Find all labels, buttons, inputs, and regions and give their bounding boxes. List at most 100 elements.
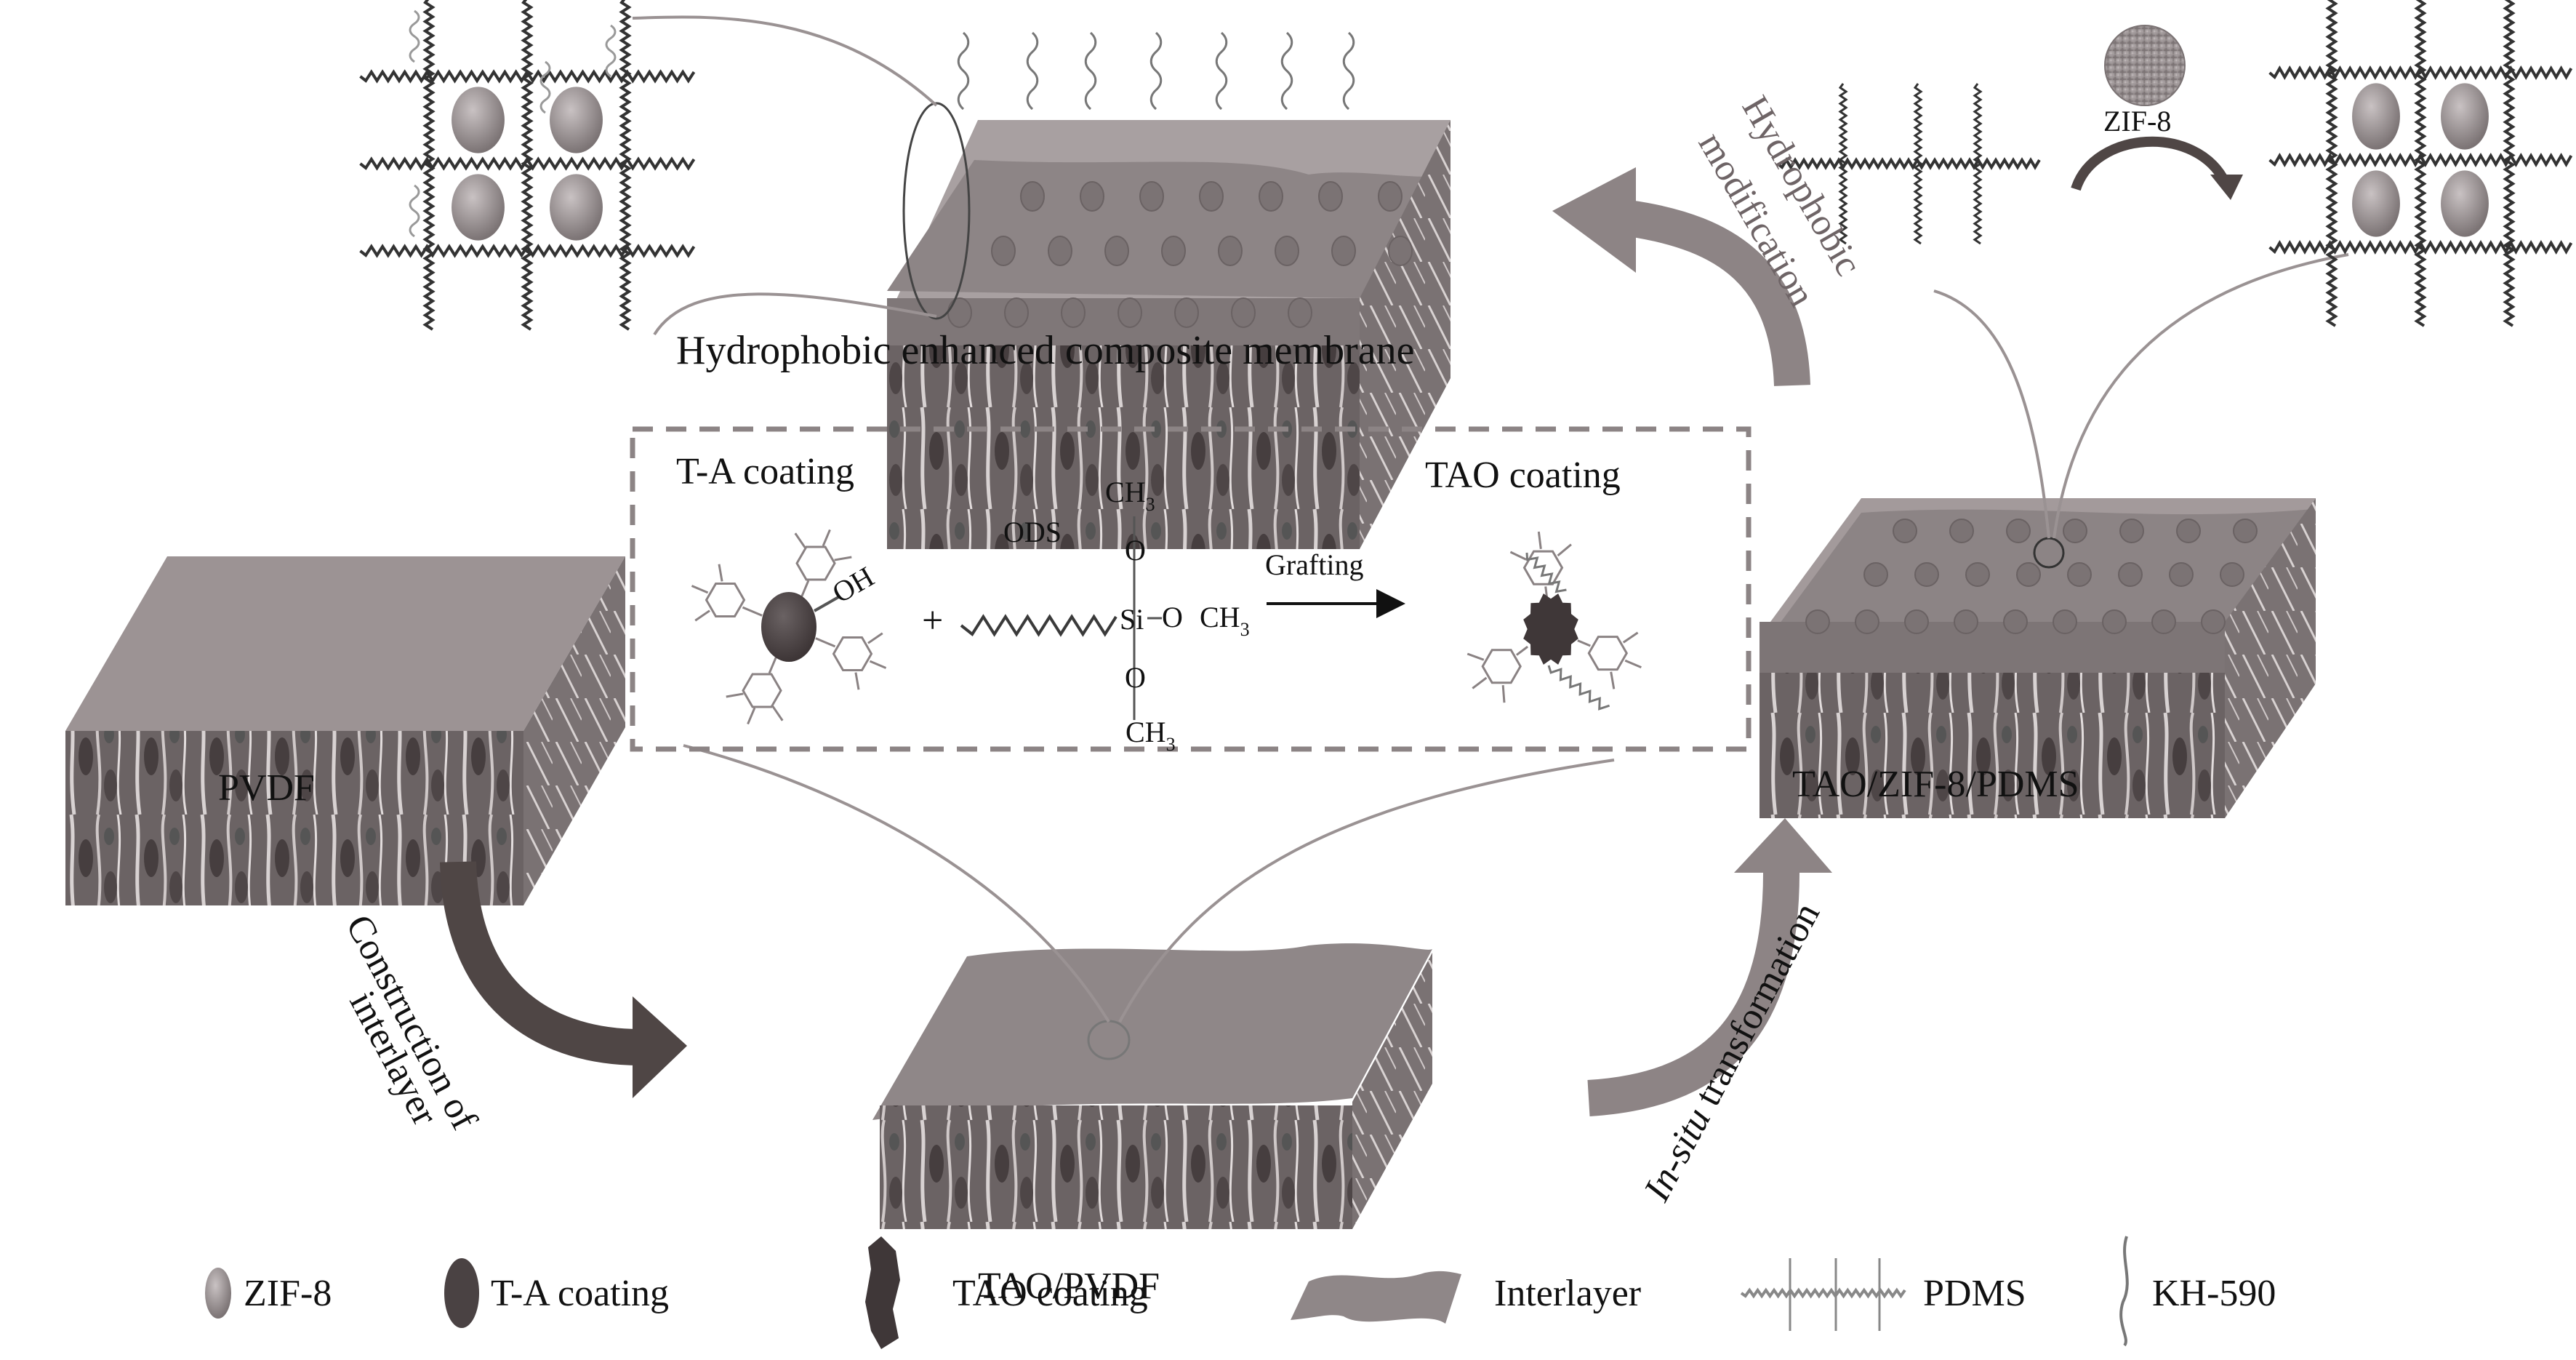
zif8-particle	[2118, 562, 2143, 587]
ta-coating-title: T-A coating	[676, 451, 854, 492]
oh-bond	[814, 595, 840, 612]
tao-ligands	[1466, 531, 1642, 711]
zif8-label: ZIF-8	[2103, 105, 2171, 137]
pdms-front-face	[1760, 622, 2225, 673]
hydrophobic-arrow-body	[1626, 200, 1810, 387]
ch3-right: CH3	[1200, 601, 1250, 640]
zif8-particle	[1020, 181, 1045, 212]
ods-label: ODS	[1003, 516, 1062, 548]
ring-bond	[815, 637, 836, 648]
hydroxyl-bond	[1622, 631, 1639, 644]
pdms-chain-vertical	[521, 0, 534, 331]
connector-line	[1933, 289, 2050, 539]
tao-particle-group	[1466, 531, 1642, 711]
interlayer-icon	[1291, 1271, 1461, 1324]
legend-label-pdms: PDMS	[1923, 1273, 2026, 1314]
combine-arrow	[2071, 136, 2230, 191]
hydroxyl-bond	[1537, 531, 1542, 550]
aromatic-ring	[1522, 550, 1564, 585]
enhanced-label: Hydrophobic enhanced composite membrane	[676, 328, 1414, 373]
o-bottom: O	[1125, 661, 1146, 694]
tao-particle	[1523, 593, 1578, 665]
oh-label: OH	[827, 560, 880, 609]
zif8-particle	[1275, 236, 1299, 266]
pdms-chain-vertical	[2503, 0, 2516, 327]
pdms-chain-horizontal	[2268, 152, 2573, 168]
zif8-particle	[1259, 181, 1283, 212]
grafting-label: Grafting	[1265, 548, 1364, 581]
zif8-particle	[2016, 562, 2041, 587]
hydroxyl-bond	[726, 692, 744, 698]
zif8-particles	[1805, 519, 2258, 634]
zif8-particle	[1388, 236, 1413, 266]
zif8-particle	[1914, 562, 1939, 587]
zif8-sphere-icon	[2104, 25, 2186, 106]
hydroxyl-bond	[794, 532, 806, 548]
pdms-zif8-network	[2268, 0, 2573, 327]
ta-particle-group: OH	[691, 529, 887, 725]
tao-coating-title: TAO coating	[1425, 455, 1621, 496]
reaction-box	[630, 426, 1752, 752]
enhanced-porous-side	[1360, 120, 1450, 549]
legend-label-ta: T-A coating	[491, 1273, 669, 1314]
zif8-sphere	[550, 87, 603, 153]
tannic-acid-ligands	[691, 529, 887, 725]
zif8-particle	[2067, 562, 2092, 587]
kh590-chain	[1342, 31, 1355, 111]
aromatic-ring	[1587, 636, 1629, 671]
kh590-chain	[409, 9, 420, 63]
hydroxyl-bond	[1472, 676, 1488, 689]
pdms-chain-vertical	[422, 0, 436, 331]
in-situ-arrowhead	[1734, 818, 1832, 873]
connector-line	[683, 744, 1110, 1023]
hydroxyl-bond	[1610, 671, 1616, 689]
zif8-particle	[1004, 297, 1029, 328]
tao-pvdf-label: TAO/PVDF	[978, 1265, 1160, 1307]
kh590-chain	[539, 60, 551, 114]
pdms-chain-icon	[1740, 1258, 1906, 1331]
pdms-chain-horizontal	[359, 156, 696, 171]
hydroxyl-bond	[869, 660, 887, 669]
zif8-sphere	[2352, 170, 2400, 237]
zif8-sphere	[452, 87, 505, 153]
hydroxyl-bond	[691, 585, 709, 594]
hydroxyl-bond	[694, 609, 710, 622]
pdms-porous-front	[1760, 673, 2225, 818]
zif8-particle	[991, 236, 1016, 266]
in-situ-arrow-body	[1587, 872, 1799, 1116]
hydroxyl-bond	[854, 672, 860, 690]
zif8-particle	[1218, 236, 1243, 266]
connector-line	[632, 15, 938, 107]
tao-pvdf-membrane	[872, 943, 1432, 1229]
enhanced-pdms-layer	[887, 160, 1447, 298]
kh590-chain	[1084, 31, 1097, 111]
zif8-particle	[2003, 609, 2028, 634]
zif8-particle	[947, 297, 972, 328]
legend-label-kh590: KH-590	[2152, 1273, 2276, 1314]
kh590-chain	[1026, 31, 1039, 111]
kh590-chain	[1149, 31, 1163, 111]
kh590-chains	[957, 31, 1355, 111]
kh590-chain	[1280, 31, 1293, 111]
ods-alkyl-chain	[960, 614, 1118, 637]
construction-arrow	[440, 861, 687, 1098]
legend-label-zif8: ZIF-8	[244, 1273, 332, 1314]
hydroxyl-bond	[1624, 659, 1642, 668]
zif8-particle	[1174, 297, 1199, 328]
zoom-ellipse	[902, 102, 971, 320]
aromatic-ring	[705, 583, 746, 617]
connector-line	[2053, 253, 2349, 539]
zif8-particle	[1318, 181, 1343, 212]
zif8-particle	[1954, 609, 1978, 634]
zif8-particle	[1080, 181, 1104, 212]
zif8-particle	[1048, 236, 1072, 266]
hydrophobic-arrow	[1552, 167, 1810, 387]
pvdf-label: PVDF	[218, 767, 315, 809]
pdms-chain-vertical	[2325, 0, 2338, 327]
pdms-crosslink	[1913, 83, 1923, 245]
enhanced-membrane	[887, 31, 1450, 549]
zif8-particle	[2201, 609, 2226, 634]
zif8-particle	[2119, 519, 2144, 543]
hydroxyl-bond	[747, 707, 756, 725]
